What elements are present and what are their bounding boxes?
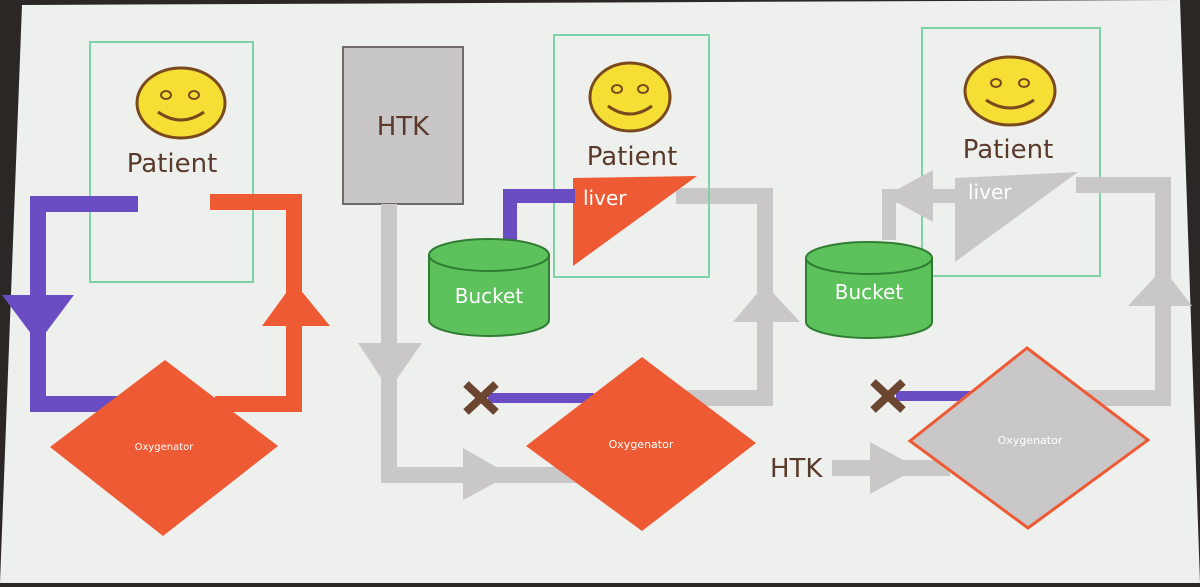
smiley-face-icon: [135, 66, 227, 140]
liver-return-arrow-up: [733, 284, 800, 322]
htk-bag-label: HTK: [377, 112, 430, 142]
bucket-label: Bucket: [835, 280, 904, 304]
patient-box: [921, 27, 1101, 277]
htk-line: [381, 204, 620, 483]
arterial-arrow-up: [262, 282, 330, 326]
htk-arrow-down: [358, 343, 422, 390]
htk-inflow-label: HTK: [770, 454, 823, 484]
liver: [955, 172, 1078, 262]
oxygenator-label: Oxygenator: [135, 442, 195, 453]
oxygenator-label: Oxygenator: [609, 438, 674, 451]
panel-2-htk-flush: HTK Patient liver: [342, 34, 800, 531]
htk-bag: [342, 46, 464, 205]
htk-arrow-right: [463, 448, 510, 500]
patient-label: Patient: [963, 135, 1054, 165]
clamp-x-icon: [463, 381, 499, 415]
panel-3-liver-perfusion: Patient liver Bucket HTK Oxygenator: [770, 27, 1192, 530]
htk-inflow-arrow-right: [870, 442, 918, 494]
patient-box: [89, 41, 254, 283]
oxygenator-label: Oxygenator: [998, 434, 1063, 447]
clamp-x-icon: [870, 379, 906, 413]
liver-drain-line: [503, 189, 575, 250]
return-arrow-up: [1128, 268, 1192, 306]
liver-label: liver: [968, 180, 1012, 204]
liver-label: liver: [583, 186, 627, 210]
bucket: [805, 241, 933, 339]
panel-1-normal-circulation: Patient Oxygenator: [2, 41, 330, 536]
patient-label: Patient: [587, 142, 678, 172]
oxygenator: [526, 357, 756, 531]
oxygenator: [907, 346, 1151, 530]
drain-arrow-left: [885, 170, 933, 222]
bucket-label: Bucket: [455, 284, 524, 308]
patient-box: [553, 34, 710, 278]
liver: [573, 176, 697, 266]
venous-arrow-down: [2, 295, 74, 343]
oxygenator: [50, 360, 278, 536]
bucket: [428, 238, 550, 337]
smiley-face-icon: [963, 55, 1057, 127]
patient-label: Patient: [127, 149, 218, 179]
smiley-face-icon: [588, 61, 672, 133]
